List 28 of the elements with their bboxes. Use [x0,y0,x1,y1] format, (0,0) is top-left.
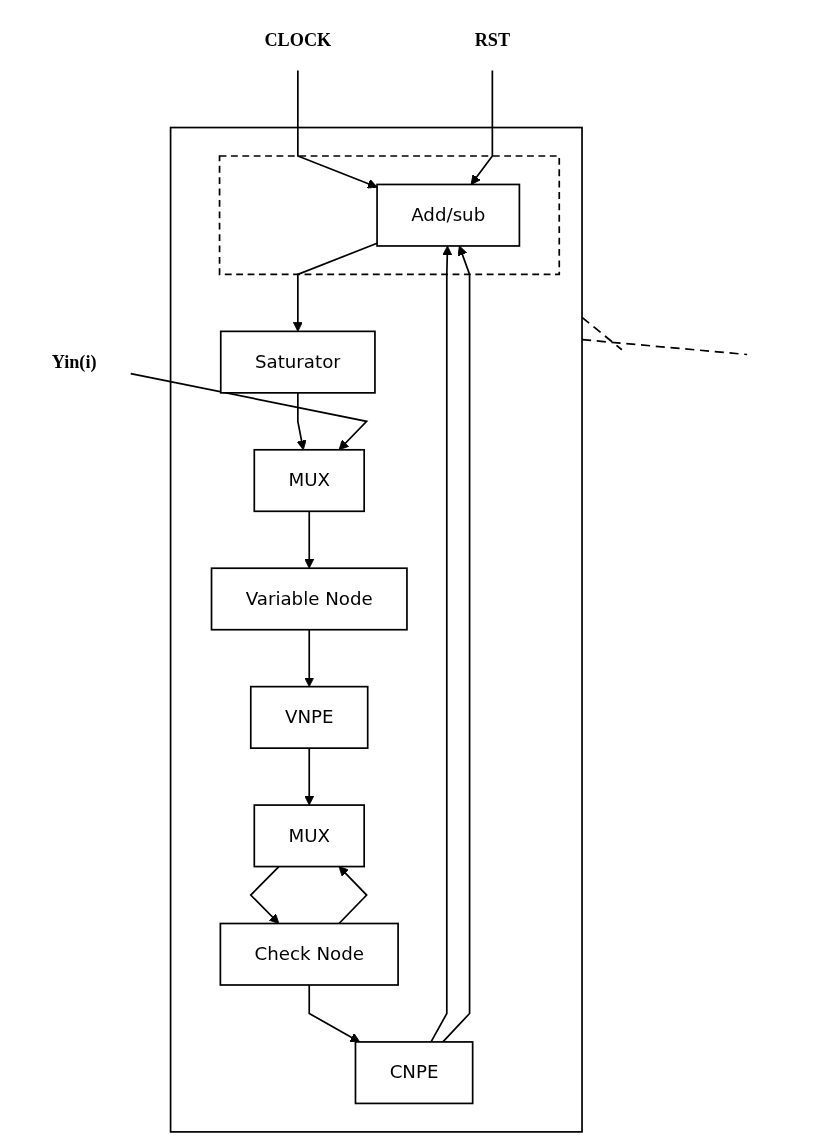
node-box: Add/sub [376,183,521,247]
arrow [297,69,378,189]
node-box: MUX [253,448,366,513]
connector [581,338,748,356]
connector [581,316,623,351]
node-text: Yin(i) [51,351,97,372]
arrow [470,69,494,185]
arrow [129,372,369,451]
cluster [218,155,561,276]
node-box: MUX [253,804,366,868]
arrow [338,866,368,925]
node-box: VNPE [249,685,369,749]
arrow [442,245,471,1043]
arrow [304,747,315,806]
node-text: RST [474,29,511,49]
arrow [296,392,307,451]
node-box: Variable Node [210,567,408,631]
arrow [308,984,361,1043]
arrow [292,242,378,332]
arrow [430,245,453,1043]
arrow [249,865,280,924]
cluster [169,126,583,1133]
node-text: CLOCK [264,29,332,49]
node-box: Saturator [219,330,376,394]
arrow [304,510,315,569]
node-box: Check Node [219,922,399,986]
arrow [304,628,315,688]
node-box: CNPE [354,1041,474,1105]
